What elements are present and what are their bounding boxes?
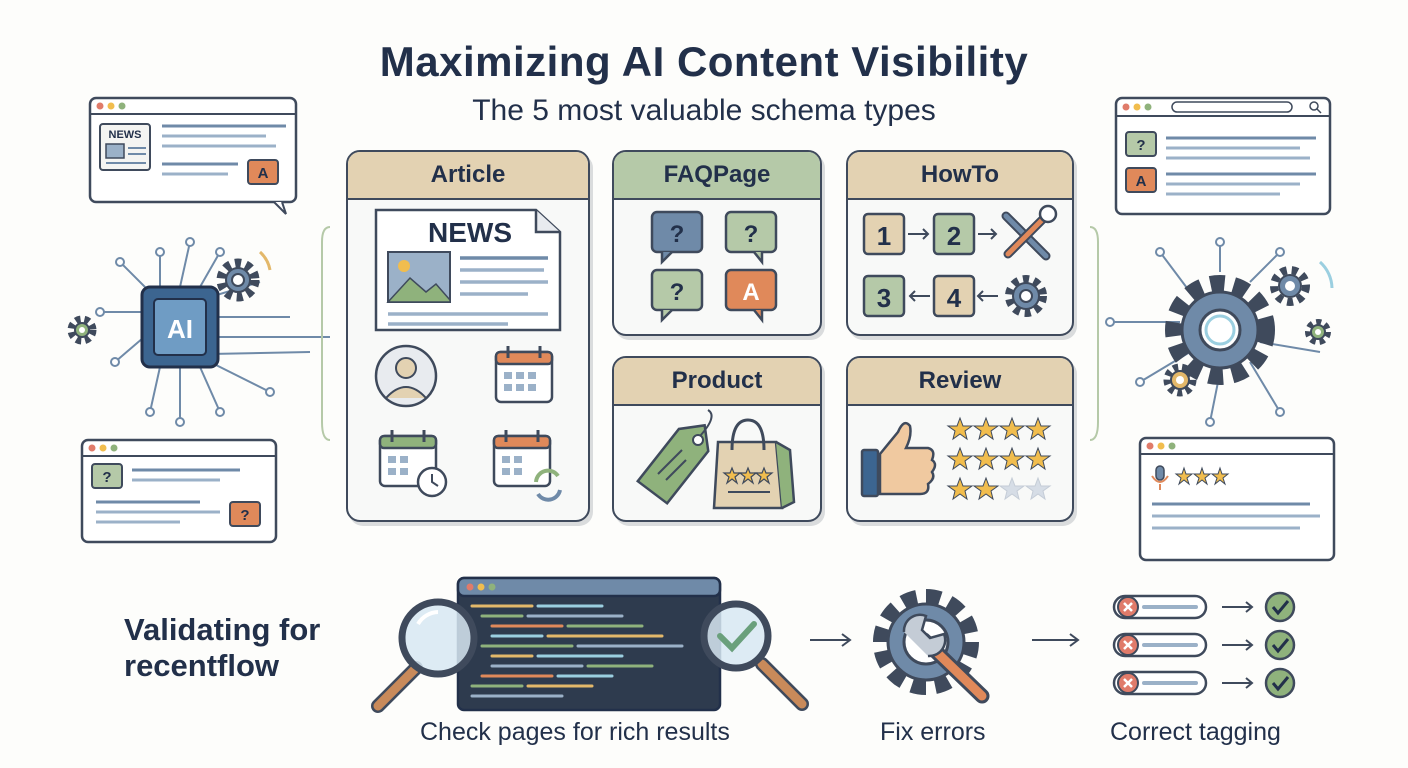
page-subtitle: The 5 most valuable schema types xyxy=(472,94,936,127)
arrow-right-icon xyxy=(810,633,852,647)
checklist-row xyxy=(1112,667,1296,699)
question-bubble-icon: ? xyxy=(724,210,778,266)
wrench-screwdriver-icon xyxy=(1001,204,1058,261)
calendar-clock-icon xyxy=(378,430,448,498)
calendar-icon xyxy=(494,346,554,404)
page-title: Maximizing AI Content Visibility xyxy=(379,38,1029,85)
magnifier-icon xyxy=(371,598,478,713)
browser-window-qa-icon: ? A xyxy=(1114,96,1332,216)
author-avatar-icon xyxy=(374,344,438,408)
svg-text:?: ? xyxy=(670,279,685,306)
step-caption-check: Check pages for rich results xyxy=(420,718,730,746)
howto-illustration: 1 2 3 4 xyxy=(862,204,1058,318)
svg-text:A: A xyxy=(258,165,269,182)
card-header: HowTo xyxy=(848,152,1072,200)
schema-card-product[interactable]: Product xyxy=(612,356,822,522)
product-illustration xyxy=(635,409,796,510)
gear-icon xyxy=(1005,275,1047,317)
answer-bubble-icon: A xyxy=(724,268,778,324)
schema-card-howto[interactable]: HowTo 1 2 3 4 xyxy=(846,150,1074,336)
browser-window-news-icon: NEWS A xyxy=(88,96,298,215)
schema-card-article[interactable]: Article NEWS xyxy=(346,150,590,522)
svg-text:A: A xyxy=(742,279,759,306)
right-panel-illustration: ? A xyxy=(1089,96,1336,562)
schema-card-review[interactable]: Review xyxy=(846,356,1074,522)
question-bubble-icon: ? xyxy=(650,268,704,324)
gear-cluster-icon xyxy=(1105,237,1334,427)
svg-text:?: ? xyxy=(1136,137,1145,154)
price-tag-icon xyxy=(635,409,713,506)
step-caption-tagging: Correct tagging xyxy=(1110,718,1281,746)
calendar-refresh-icon xyxy=(492,430,562,502)
step-number: 4 xyxy=(947,283,962,313)
arrow-right-icon xyxy=(1032,633,1080,647)
news-headline: NEWS xyxy=(428,217,512,248)
tagging-checklist-icon xyxy=(1112,591,1296,699)
validation-section-title: Validating for recentflow xyxy=(124,612,321,683)
browser-window-voice-rating-icon xyxy=(1138,436,1336,562)
newspaper-icon: NEWS xyxy=(374,208,562,332)
star-rating-icon xyxy=(946,416,1052,501)
svg-text:?: ? xyxy=(102,469,111,486)
svg-text:?: ? xyxy=(240,507,249,524)
checklist-row xyxy=(1112,629,1296,661)
microphone-icon xyxy=(1151,465,1169,490)
checklist-row xyxy=(1112,591,1296,623)
article-illustration: NEWS xyxy=(374,208,562,502)
schema-card-faqpage[interactable]: FAQPage ? ? ? A xyxy=(612,150,822,336)
browser-window-faq-icon: ? ? xyxy=(80,438,278,544)
news-label: NEWS xyxy=(109,129,142,141)
shopping-bag-icon xyxy=(712,418,796,510)
step-number: 1 xyxy=(877,221,891,251)
gear-icon xyxy=(67,315,97,345)
question-bubble-icon: ? xyxy=(650,210,704,266)
step-number: 2 xyxy=(947,221,961,251)
gear-icon xyxy=(216,250,272,302)
step-number: 3 xyxy=(877,283,891,313)
review-illustration xyxy=(860,416,1052,501)
gear-wrench-icon xyxy=(873,589,990,704)
ai-chip-label: AI xyxy=(167,314,193,344)
faq-illustration: ? ? ? A xyxy=(650,210,778,324)
magnifier-check-icon xyxy=(700,600,809,711)
step-caption-fix: Fix errors xyxy=(880,718,986,746)
code-check-illustration xyxy=(371,576,809,713)
thumbs-up-icon xyxy=(860,421,937,498)
card-header: FAQPage xyxy=(614,152,820,200)
code-editor-icon xyxy=(456,576,722,712)
svg-text:?: ? xyxy=(670,221,685,248)
card-header: Article xyxy=(348,152,588,200)
svg-text:?: ? xyxy=(744,221,759,248)
svg-text:A: A xyxy=(1136,173,1147,190)
card-header: Review xyxy=(848,358,1072,406)
left-panel-illustration: NEWS A AI xyxy=(67,96,331,544)
ai-chip-icon: AI xyxy=(95,237,330,427)
card-header: Product xyxy=(614,358,820,406)
